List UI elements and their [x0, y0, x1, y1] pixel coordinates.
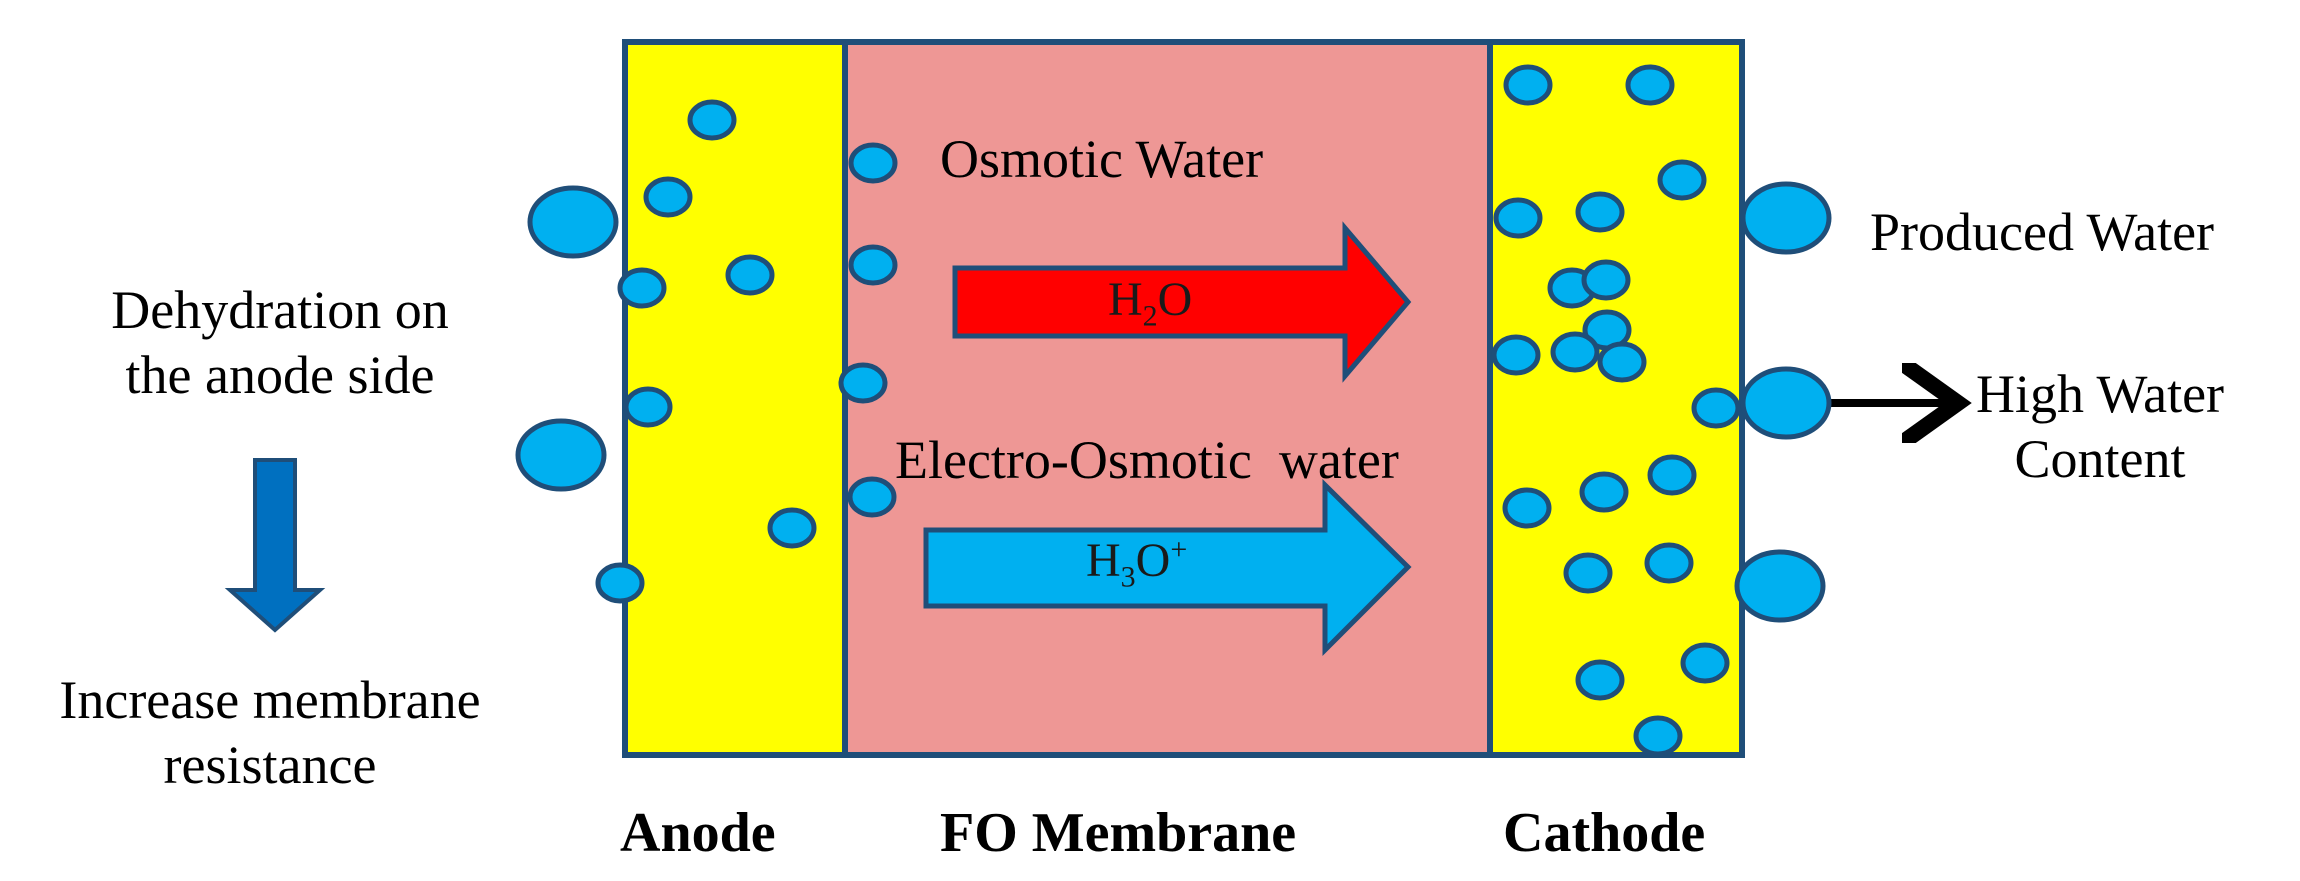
droplet — [1740, 366, 1832, 440]
h3o-h: H — [1086, 534, 1121, 587]
droplet — [1740, 181, 1832, 255]
fo-membrane-region — [842, 39, 1493, 758]
high-water-line-1: High Water — [1975, 364, 2225, 424]
droplet — [1657, 159, 1707, 201]
droplet — [767, 507, 817, 549]
water-droplets — [515, 64, 1832, 757]
droplet — [617, 267, 667, 309]
h3o-label: H3O+ — [1086, 533, 1187, 595]
droplet — [623, 386, 673, 428]
droplet — [1493, 197, 1543, 239]
droplet — [1575, 191, 1625, 233]
droplet — [1691, 387, 1741, 429]
droplet — [1680, 642, 1730, 684]
droplet — [848, 142, 898, 184]
droplet — [687, 99, 737, 141]
droplet — [1575, 659, 1625, 701]
droplet — [1734, 549, 1826, 623]
cathode-label: Cathode — [1503, 802, 1706, 864]
droplet — [1491, 334, 1541, 376]
droplet — [1563, 552, 1613, 594]
increase-line-1: Increase membrane — [59, 670, 481, 730]
h3o-o: O — [1135, 534, 1171, 587]
droplet — [595, 562, 645, 604]
droplet — [1625, 64, 1675, 106]
droplet — [1502, 487, 1552, 529]
droplet — [848, 244, 898, 286]
droplet — [1633, 715, 1683, 757]
osmotic-water-label: Osmotic Water — [940, 129, 1264, 189]
increase-line-2: resistance — [163, 734, 377, 795]
produced-water-label: Produced Water — [1870, 202, 2215, 262]
droplet — [838, 362, 888, 404]
droplet — [643, 176, 693, 218]
droplet — [1647, 454, 1697, 496]
droplet — [1581, 259, 1631, 301]
droplet — [1644, 542, 1694, 584]
h3o-superscript: + — [1170, 533, 1188, 566]
dehydration-line-1: Dehydration on — [111, 280, 449, 340]
increase-resistance-text: Increase membrane resistance — [10, 668, 530, 798]
droplet — [1503, 64, 1553, 106]
droplet — [1579, 471, 1629, 513]
high-water-content-text: High Water Content — [1960, 362, 2240, 492]
fo-membrane-label: FO Membrane — [940, 802, 1297, 864]
h2o-label: H2O — [1108, 272, 1192, 334]
droplet — [725, 254, 775, 296]
dehydration-text: Dehydration on the anode side — [80, 278, 480, 408]
dehydration-line-2: the anode side — [125, 344, 435, 405]
droplet — [515, 418, 607, 492]
h3o-arrow — [923, 479, 1412, 657]
h2o-h: H — [1108, 273, 1143, 326]
high-water-line-2: Content — [2014, 428, 2186, 489]
h2o-arrow — [952, 221, 1412, 383]
droplet — [1550, 331, 1600, 373]
h2o-subscript: 2 — [1142, 299, 1158, 333]
electro-osmotic-water-label: Electro-Osmotic water — [895, 430, 1399, 490]
droplet — [1597, 341, 1647, 383]
down-arrow — [224, 458, 326, 633]
anode-label: Anode — [620, 802, 776, 864]
h3o-subscript: 3 — [1120, 560, 1136, 594]
h2o-o: O — [1157, 273, 1193, 326]
droplet — [847, 476, 897, 518]
droplet — [527, 185, 619, 259]
